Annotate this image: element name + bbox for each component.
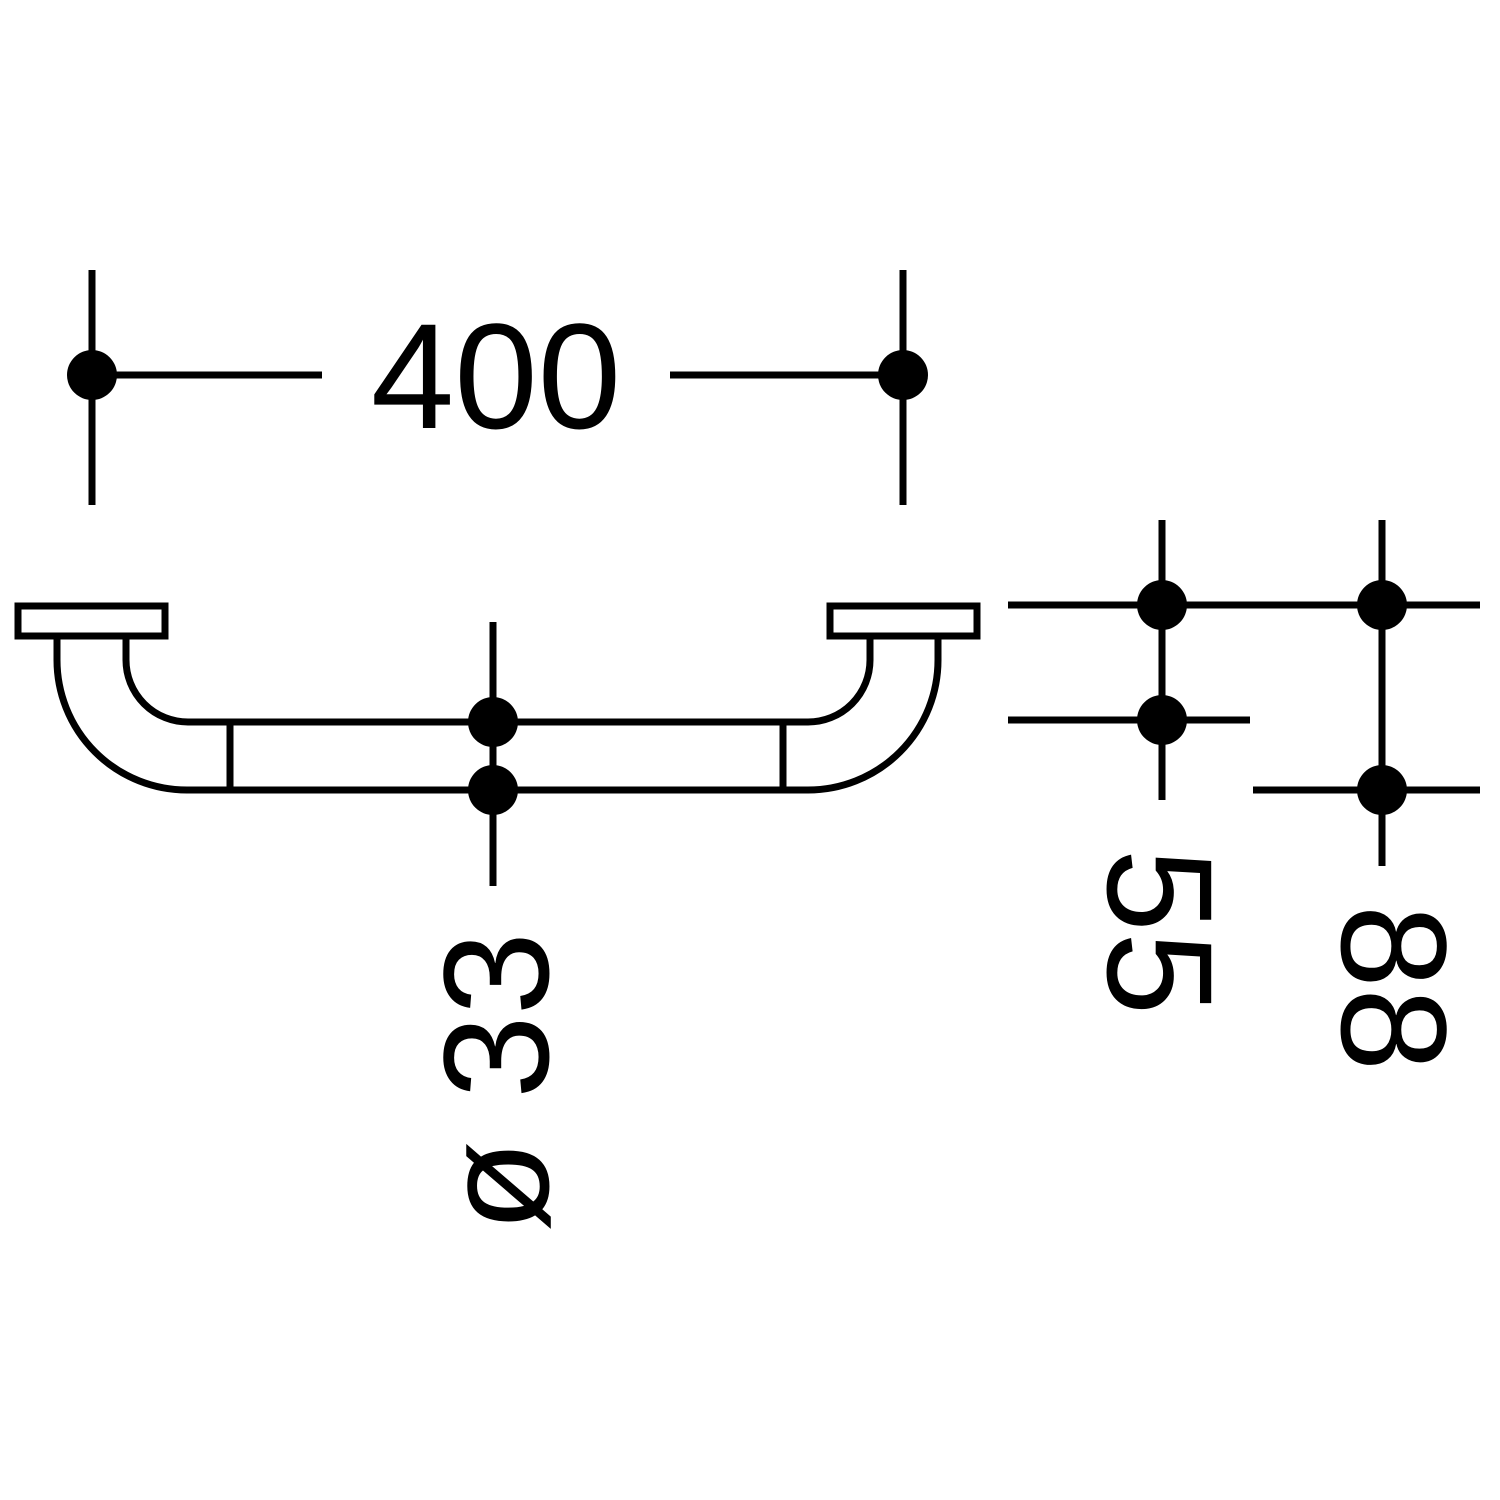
diameter-dot-top (468, 697, 518, 747)
projection-tube-dot-bottom (1137, 695, 1187, 745)
projection-tube-label: 55 (1076, 849, 1244, 1016)
diameter-dot-bottom (468, 765, 518, 815)
projection-total-dot-bottom (1357, 765, 1407, 815)
width-label: 400 (371, 292, 621, 460)
mounting-flange-right (826, 602, 981, 640)
projection-tube-dot-top (1137, 580, 1187, 630)
projection-total-dimension: 88 (1253, 520, 1480, 1071)
tube-diameter-label: ø 33 (412, 932, 580, 1232)
mounting-flange-left (14, 602, 169, 640)
tube-diameter-dimension: ø 33 (412, 622, 580, 1232)
width-dimension-dot-right (878, 350, 928, 400)
projection-total-dot-top (1357, 580, 1407, 630)
projection-total-label: 88 (1310, 905, 1478, 1072)
width-dimension: 400 (67, 270, 928, 505)
width-dimension-dot-left (67, 350, 117, 400)
